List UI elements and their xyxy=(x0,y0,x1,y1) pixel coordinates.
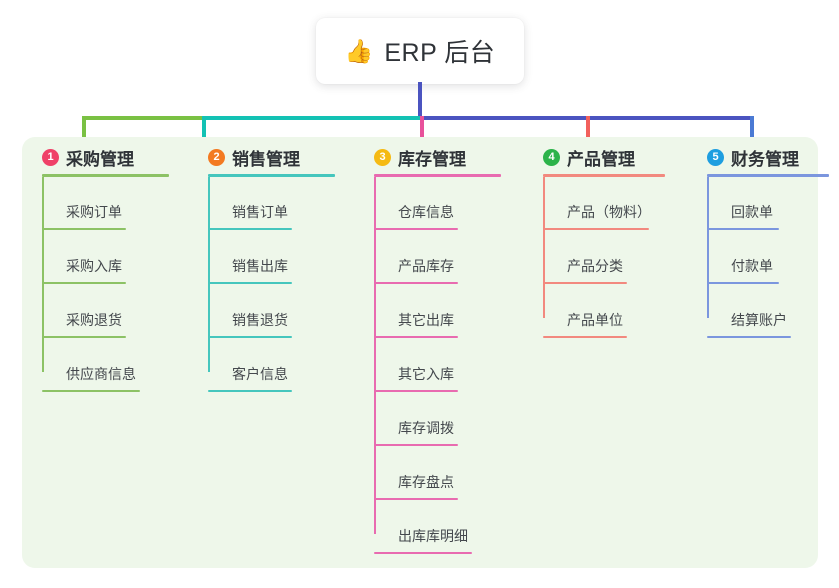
branch-item-rule xyxy=(374,552,472,554)
branch-title: 库存管理 xyxy=(398,150,466,169)
branch-spine xyxy=(208,177,210,372)
branch-item-label: 回款单 xyxy=(731,204,773,220)
branch-item-rule xyxy=(42,390,140,392)
branch-item-label: 库存调拨 xyxy=(398,420,454,436)
branch-item-label: 供应商信息 xyxy=(66,366,136,382)
drop-inventory xyxy=(420,116,424,146)
branch-item-label: 结算账户 xyxy=(731,312,787,328)
branch-item-label: 库存盘点 xyxy=(398,474,454,490)
branch-title: 采购管理 xyxy=(66,150,134,169)
branch-item-rule xyxy=(42,228,126,230)
drop-sales xyxy=(202,116,206,146)
branch-item-rule xyxy=(374,444,458,446)
branch-item-rule xyxy=(707,282,779,284)
branch-item-label: 采购退货 xyxy=(66,312,122,328)
drop-finance xyxy=(750,116,754,146)
branch-header-sales[interactable]: 2 销售管理 xyxy=(208,145,300,170)
bar-segment-blue xyxy=(420,116,750,120)
branch-item-label: 客户信息 xyxy=(232,366,288,382)
branch-item-rule xyxy=(208,336,292,338)
branch-item-label: 产品库存 xyxy=(398,258,454,274)
branch-header-rule xyxy=(208,174,335,177)
branch-header-finance[interactable]: 5 财务管理 xyxy=(707,145,799,170)
branch-title: 财务管理 xyxy=(731,150,799,169)
branches-panel: 1 采购管理采购订单采购入库采购退货供应商信息 2 销售管理销售订单销售出库销售退货客… xyxy=(22,137,829,568)
branch-header-inventory[interactable]: 3 库存管理 xyxy=(374,145,466,170)
drop-purchase xyxy=(82,116,86,146)
branch-header-rule xyxy=(543,174,665,177)
branch-item-rule xyxy=(208,390,292,392)
branch-item-rule xyxy=(543,282,627,284)
branch-item-rule xyxy=(42,336,126,338)
branch-item-label: 出库库明细 xyxy=(398,528,468,544)
branch-header-rule xyxy=(42,174,169,177)
branch-index-badge: 2 xyxy=(208,149,225,166)
branch-title: 产品管理 xyxy=(567,150,635,169)
branch-header-rule xyxy=(374,174,501,177)
branch-item-label: 采购入库 xyxy=(66,258,122,274)
branch-item-label: 销售出库 xyxy=(232,258,288,274)
branch-index-badge: 3 xyxy=(374,149,391,166)
root-node-title: ERP 后台 xyxy=(384,39,496,67)
branch-spine xyxy=(543,177,545,318)
branch-item-rule xyxy=(374,336,458,338)
branch-item-rule xyxy=(374,228,458,230)
branch-header-purchase[interactable]: 1 采购管理 xyxy=(42,145,134,170)
branch-item-rule xyxy=(707,336,791,338)
branch-item-label: 产品分类 xyxy=(567,258,623,274)
branch-spine xyxy=(42,177,44,372)
drop-product xyxy=(586,116,590,146)
branch-item-rule xyxy=(543,228,649,230)
branch-item-rule xyxy=(543,336,627,338)
branch-item-rule xyxy=(707,228,779,230)
bar-segment-green xyxy=(82,116,202,120)
branch-item-label: 其它入库 xyxy=(398,366,454,382)
branch-index-badge: 5 xyxy=(707,149,724,166)
branch-item-rule xyxy=(208,228,292,230)
branch-header-rule xyxy=(707,174,829,177)
bar-segment-teal xyxy=(202,116,420,120)
branch-item-label: 付款单 xyxy=(731,258,773,274)
root-node-content: 👍 ERP 后台 xyxy=(345,33,496,69)
branch-spine xyxy=(707,177,709,318)
thumbs-up-icon: 👍 xyxy=(344,37,374,64)
branch-item-rule xyxy=(374,282,458,284)
branch-item-label: 销售退货 xyxy=(232,312,288,328)
root-node-card[interactable]: 👍 ERP 后台 xyxy=(316,18,524,84)
branch-spine xyxy=(374,177,376,534)
branch-index-badge: 4 xyxy=(543,149,560,166)
branch-item-label: 其它出库 xyxy=(398,312,454,328)
branch-item-label: 产品（物料） xyxy=(567,204,651,220)
branch-item-label: 采购订单 xyxy=(66,204,122,220)
branch-index-badge: 1 xyxy=(42,149,59,166)
branch-item-rule xyxy=(208,282,292,284)
branch-item-rule xyxy=(374,390,458,392)
branch-item-rule xyxy=(374,498,458,500)
branch-header-product[interactable]: 4 产品管理 xyxy=(543,145,635,170)
branch-item-label: 销售订单 xyxy=(232,204,288,220)
trunk-line xyxy=(418,82,422,120)
branch-item-label: 产品单位 xyxy=(567,312,623,328)
branch-item-label: 仓库信息 xyxy=(398,204,454,220)
branch-title: 销售管理 xyxy=(232,150,300,169)
branch-item-rule xyxy=(42,282,126,284)
